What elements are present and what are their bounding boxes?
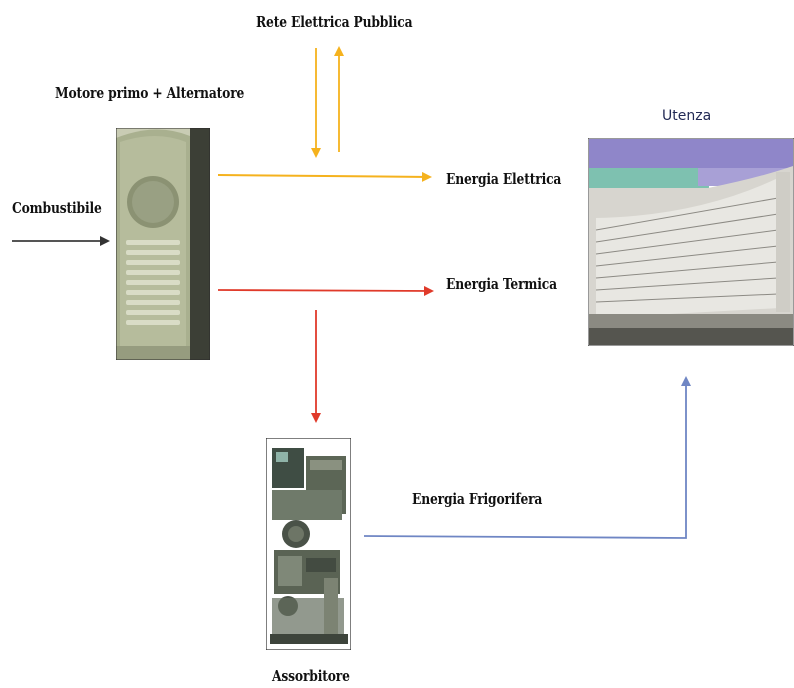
thermal-energy-arrow <box>218 290 432 291</box>
engine-alternator-image <box>116 128 210 360</box>
electric-energy-label: Energia Elettrica <box>446 170 561 188</box>
hospital-building-icon <box>588 138 794 346</box>
grid-label: Rete Elettrica Pubblica <box>256 13 412 31</box>
absorption-chiller-icon <box>266 438 351 650</box>
cooling-energy-arrow <box>364 378 686 538</box>
engine-label: Motore primo + Alternatore <box>55 84 244 102</box>
user-building-image <box>588 138 794 346</box>
fuel-label: Combustibile <box>12 199 102 217</box>
absorber-image <box>266 438 351 650</box>
thermal-energy-label: Energia Termica <box>446 275 557 293</box>
cooling-energy-label: Energia Frigorifera <box>412 490 542 508</box>
generator-cabinet-icon <box>116 128 210 360</box>
absorber-label: Assorbitore <box>272 667 350 685</box>
user-label: Utenza <box>662 108 711 124</box>
electric-energy-arrow <box>218 175 430 177</box>
